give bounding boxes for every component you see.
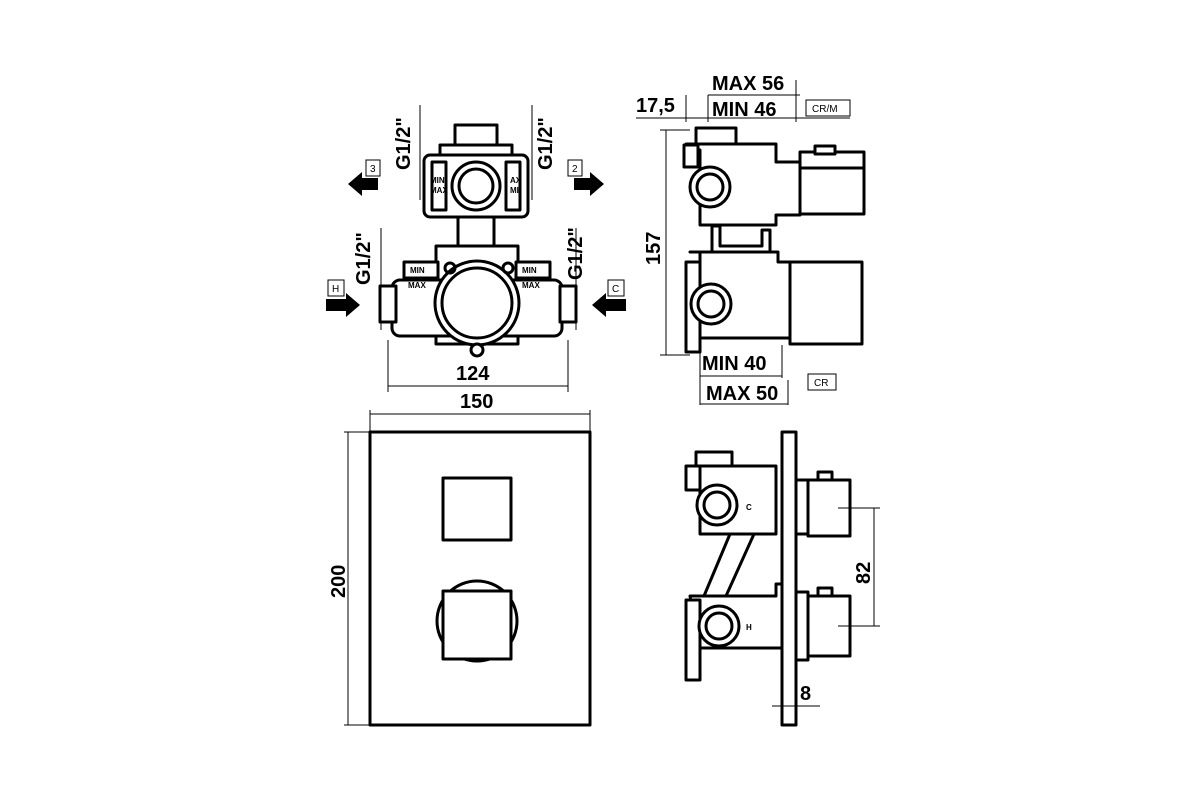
thread-label-lower-left: G1/2" <box>353 232 375 285</box>
outlet-3-arrow-icon <box>348 172 378 196</box>
marking-min-upper: MIN <box>430 176 445 185</box>
thread-label-upper-left: G1/2" <box>393 117 415 170</box>
diverter-knob <box>441 476 513 542</box>
port-label-3: 3 <box>370 164 376 175</box>
svg-text:C: C <box>746 503 752 512</box>
dimension-157: 157 <box>643 232 665 265</box>
svg-text:H: H <box>746 623 752 632</box>
dimension-min-40: MIN 40 <box>702 353 766 375</box>
marking-ax-upper: AX <box>510 176 522 185</box>
marking-min-right: MIN <box>522 266 537 275</box>
inlet-left <box>378 284 398 324</box>
outlet-2-arrow-icon <box>574 172 604 196</box>
dimension-150: 150 <box>460 391 493 413</box>
diverter-cap <box>453 123 499 147</box>
dimension-124: 124 <box>456 363 490 385</box>
inlet-right <box>558 284 578 324</box>
marking-max-right: MAX <box>522 281 540 290</box>
dimension-82: 82 <box>853 562 875 584</box>
port-label-c: C <box>612 284 619 295</box>
marking-min-left: MIN <box>410 266 425 275</box>
port-label-2: 2 <box>572 164 578 175</box>
dimension-max-56: MAX 56 <box>712 73 784 95</box>
thread-label-lower-right: G1/2" <box>565 227 587 280</box>
side-view-installed: 17,5 MAX 56 MIN 46 CR/M 157 MIN 40 MAX 5… <box>636 73 866 405</box>
top-view: MIN MAX AX MI MIN MAX MIN MAX G1/2" G1/2… <box>326 105 626 392</box>
cover-plate <box>368 430 592 727</box>
inlet-hot-arrow-icon <box>326 293 360 317</box>
dimension-17-5: 17,5 <box>636 95 675 117</box>
marking-max-upper: MAX <box>430 186 448 195</box>
side-view-with-plate: C H 82 8 <box>684 430 880 727</box>
front-view-plate: 150 200 <box>328 391 592 727</box>
variant-tag-cr-m: CR/M <box>812 104 838 115</box>
side2-plate <box>780 430 798 727</box>
marking-max-left: MAX <box>408 281 426 290</box>
inlet-cold-arrow-icon <box>592 293 626 317</box>
port-label-h: H <box>332 284 339 295</box>
dimension-8: 8 <box>800 683 811 705</box>
thermostat-knob <box>441 589 513 661</box>
dimension-max-50: MAX 50 <box>706 383 778 405</box>
side-upper-handle <box>798 150 866 216</box>
marking-mi-upper: MI <box>510 186 519 195</box>
dimension-min-46: MIN 46 <box>712 99 776 121</box>
dimension-200: 200 <box>328 565 350 598</box>
thread-label-upper-right: G1/2" <box>535 117 557 170</box>
side-lower-handle <box>788 260 864 346</box>
variant-tag-cr: CR <box>814 378 828 389</box>
